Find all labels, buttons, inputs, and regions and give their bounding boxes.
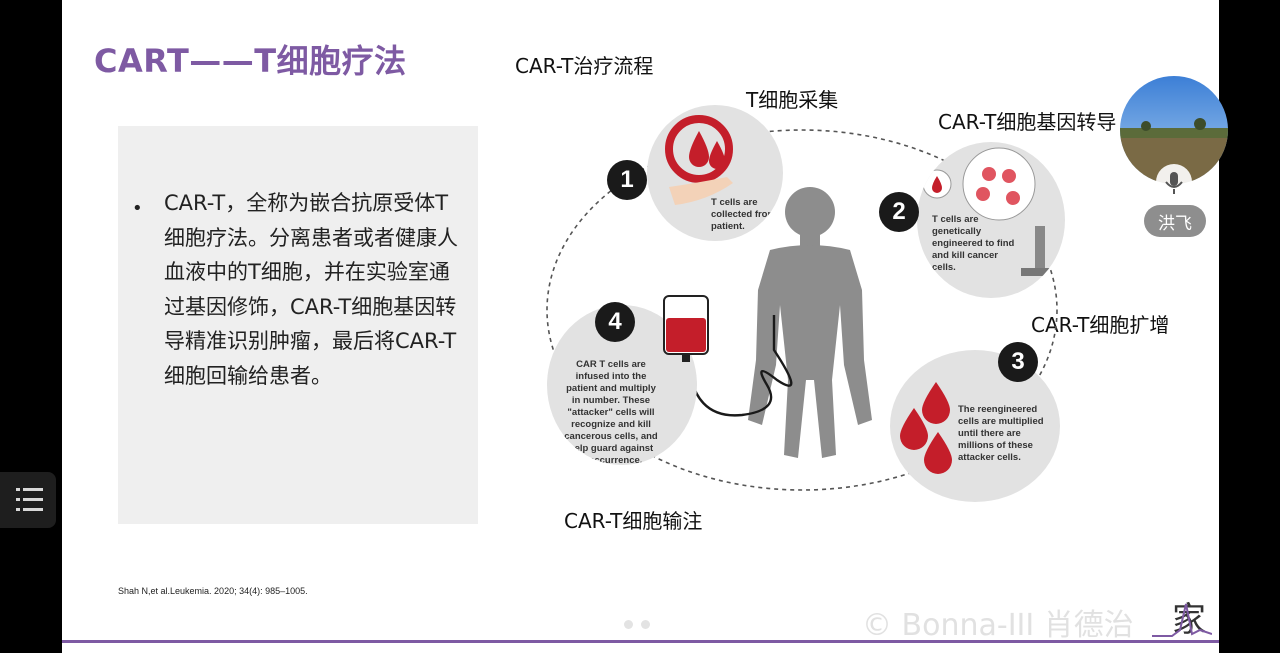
microphone-icon: [1165, 172, 1183, 194]
cycle-dashed-path: [546, 129, 1058, 491]
bullet-box: • CAR-T，全称为嵌合抗原受体T细胞疗法。分离患者或者健康人血液中的T细胞，…: [118, 126, 478, 524]
step-4-text: CAR T cells are infused into the patient…: [564, 359, 658, 465]
step-2-circle: T cells are genetically engineered to fi…: [917, 142, 1065, 298]
microphone-button[interactable]: [1156, 164, 1192, 200]
list-menu-icon: [16, 488, 43, 511]
step-1-circle: T cells are collected from patient.: [647, 105, 783, 241]
participant-name: 洪飞: [1144, 205, 1206, 237]
menu-button[interactable]: [0, 472, 56, 528]
pulse-line-icon: [1152, 603, 1212, 637]
slide-bottom-line: [62, 640, 1219, 643]
multiplied-blood-drops-icon: [900, 382, 952, 474]
step-2-number: 2: [879, 192, 919, 232]
label-cell-expansion: CAR-T细胞扩增: [1031, 313, 1170, 337]
reference-citation: Shah N,et al.Leukemia. 2020; 34(4): 985–…: [118, 586, 308, 596]
step-3-text: The reengineered cells are multiplied un…: [958, 404, 1044, 463]
step-3-circle: The reengineered cells are multiplied un…: [890, 350, 1060, 502]
human-figure: [748, 187, 872, 458]
diagram-heading: CAR-T治疗流程: [515, 54, 654, 78]
step-2-text: T cells are genetically engineered to fi…: [932, 214, 1015, 273]
label-gene-transduction: CAR-T细胞基因转导: [938, 110, 1117, 134]
iv-bag-icon: [663, 295, 709, 362]
blood-drop-icon: [665, 115, 733, 205]
microscope-icon: [922, 147, 1057, 276]
watermark-text: © Bonna-III 肖德治: [862, 608, 1134, 643]
slide-page-dots: [624, 614, 658, 633]
slide-title: CART——T细胞疗法: [94, 42, 407, 80]
iv-line: [686, 315, 793, 417]
label-cell-infusion: CAR-T细胞输注: [564, 509, 703, 533]
step-3-number: 3: [998, 342, 1038, 382]
bullet-dot: •: [132, 198, 143, 219]
presentation-slide: CART——T细胞疗法 • CAR-T，全称为嵌合抗原受体T细胞疗法。分离患者或…: [62, 0, 1219, 653]
step-1-text: T cells are collected from patient.: [711, 197, 776, 232]
step-4-number: 4: [595, 302, 635, 342]
process-cycle-illustration: [546, 129, 1058, 491]
label-t-cell-collection: T细胞采集: [746, 88, 839, 112]
bullet-text: CAR-T，全称为嵌合抗原受体T细胞疗法。分离患者或者健康人血液中的T细胞，并在…: [164, 191, 458, 388]
step-1-number: 1: [607, 160, 647, 200]
